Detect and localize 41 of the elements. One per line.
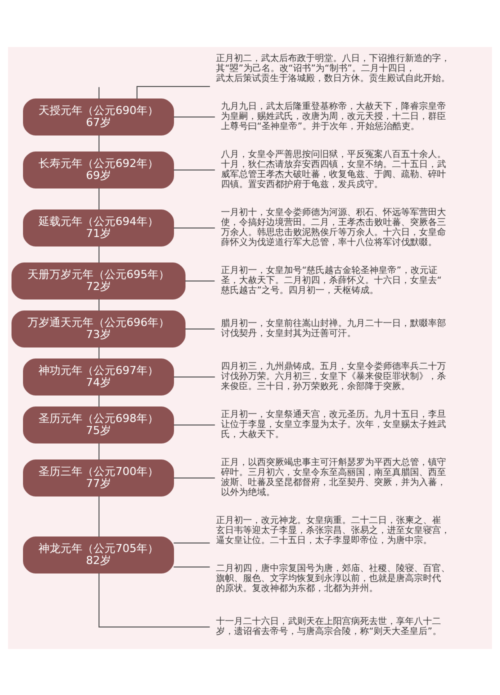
node-text: 正月初一，女皇加号“慈氏越古金轮圣神皇帝”，改元证圣，大赦天下。二月初四，杀薛怀义。十六日，女皇去“慈氏越古”之号。四月初一，天枢铸成。 — [221, 266, 442, 296]
node-box: 神龙元年（公元705年） 82岁 — [23, 536, 174, 573]
node-box: 天授元年（公元690年） 67岁 — [23, 98, 174, 135]
connector — [173, 227, 216, 228]
node-text: 九月九日，武太后隆重登基称帝，大赦天下，降睿宗皇帝为皇嗣，赐姓武氏，改唐为周，改元天授，十二日，群臣上尊号曰“圣神皇帝”。并于次年，开始惩治酷吏。 — [221, 102, 446, 132]
node-box: 圣历三年（公元700年） 77岁 — [23, 459, 174, 496]
node-text: 一月初十，女皇令娄师德为河源、积石、怀远等军营田大使，令搞好边境营田。二月，王孝杰击败吐蕃、突厥各三万余人。韩思忠击败泥熟俟斤等万余人。十六日，女皇命薛怀义为伐逆道行军大总管，率十八位将军讨伐默啜。 — [221, 208, 446, 248]
connector — [98, 86, 100, 99]
connector — [173, 477, 216, 478]
connector — [98, 572, 210, 627]
connector — [98, 394, 100, 407]
connector — [98, 134, 100, 152]
connector — [184, 328, 216, 329]
node-text: 二月初四，唐中宗复国号为唐，郊庙、社稷、陵寝、百官、旗帜、服色、文字均恢复到永淳以前，也就是唐高宗时代的原状。复改神都为东都，北都为并州。 — [216, 564, 450, 594]
connector — [98, 298, 100, 311]
connector — [173, 169, 216, 170]
node-box: 圣历元年（公元698年） 75岁 — [23, 406, 174, 443]
node-text: 十一月二十六日，武则天在上阳宫病死去世，享年八十二岁，遗诏省去帝号，与唐高宗合陵，称“则天大圣皇后”。 — [216, 616, 442, 637]
connector — [173, 424, 216, 425]
connector — [173, 376, 216, 377]
node-box: 延载元年（公元694年） 71岁 — [23, 209, 174, 246]
connector — [98, 245, 100, 263]
connector — [98, 187, 100, 210]
connector — [184, 280, 216, 281]
node-text: 四月初三，九州鼎铸成。五月，女皇令娄师德率兵二十万讨伐孙万荣。六月初三，女皇下《暴来俊臣罪状制》，杀来俊臣。三十日，孙万荣败死，余部降于突厥。 — [221, 362, 446, 392]
node-box: 长寿元年（公元692年） 69岁 — [23, 151, 174, 188]
connector — [173, 566, 210, 567]
connector — [98, 442, 100, 460]
connector — [98, 346, 100, 359]
connector — [173, 542, 210, 543]
node-box: 天册万岁元年（公元695年） 72岁 — [12, 262, 186, 299]
node-text: 正月，以西突厥竭忠事主可汗斛瑟罗为平西大总管，镇守碎叶。三月初六，女皇令东至高丽国，南至真腊国、西至波斯、吐蕃及坚昆都督府，北至契丹、突厥，并为入蕃，以外为绝域。 — [221, 458, 446, 498]
node-text: 正月初一，女皇祭通天宫，改元圣历。九月十五日，李旦让位于李显，女皇立李显为太子。次年，女皇赐太子姓武氏，大赦天下。 — [221, 410, 446, 440]
node-box: 神功元年（公元697年） 74岁 — [23, 358, 174, 395]
node-text: 正月初一，改元神龙。女皇病重。二十二日，张柬之、崔玄日韦等迎太子李显，杀张宗昌、张易之，进至女皇寝宫，逼女皇让位。二十五日，太子李显即帝位，为唐中宗。 — [216, 516, 450, 546]
node-text: 八月，女皇令严善思按问旧狱，平反冤案八百五十余人。十月，狄仁杰请放弃安西四镇，女皇不纳。二十五日，武威军总管王孝杰大破吐蕃，收复龟兹、于阗、疏勒、碎叶四镇。置安西都护府于龟兹，发兵戍守。 — [221, 150, 446, 190]
connector — [173, 116, 216, 117]
node-text: 腊月初一，女皇前往嵩山封禅。九月二十一日，默啜率部讨伐契丹，女皇封其为迁善可汗。 — [221, 318, 446, 339]
node-text: 正月初二，武太后布政于明堂。八日，下诏推行新造的字，其“曌”为己名。改“诏书”为“制书”。二月十四日，武太后策试贡生于洛城殿，数日方休。贡生殿试自此开始。 — [216, 54, 450, 84]
node-box: 万岁通天元年（公元696年） 73岁 — [12, 310, 186, 347]
connector — [98, 495, 100, 537]
